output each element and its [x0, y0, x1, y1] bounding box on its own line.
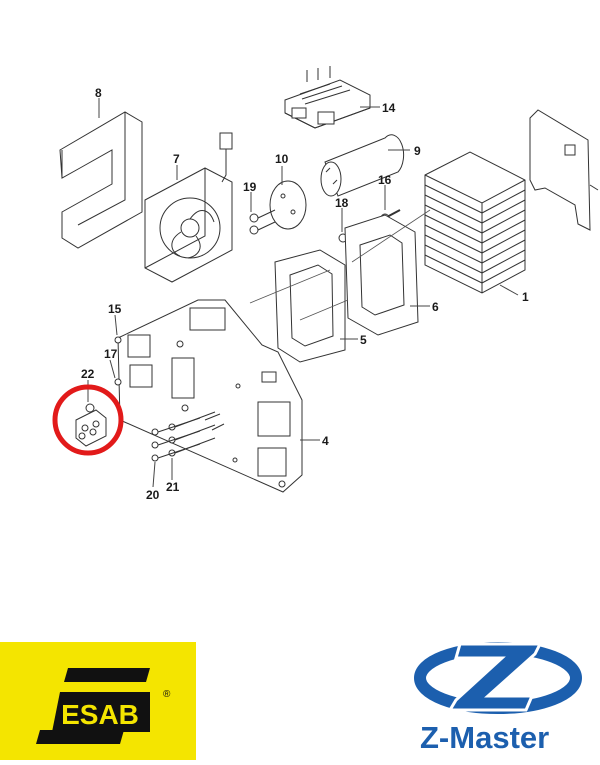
callout-19: 19 — [243, 180, 257, 194]
part-22-component — [75, 403, 107, 447]
callout-10: 10 — [275, 152, 289, 166]
part-10-plate — [269, 180, 307, 230]
part-1-heatsink — [424, 151, 526, 294]
callout-5: 5 — [360, 333, 367, 347]
callout-8: 8 — [95, 86, 102, 100]
part-4-main-pcb — [117, 299, 303, 493]
part-7-fan — [144, 167, 233, 283]
fan-cable — [219, 132, 233, 183]
callout-1: 1 — [522, 290, 529, 304]
svg-text:ESAB: ESAB — [61, 699, 139, 730]
callout-18: 18 — [335, 196, 349, 210]
callout-4: 4 — [322, 434, 329, 448]
callout-9: 9 — [414, 144, 421, 158]
zmaster-text: Z-Master — [420, 720, 550, 755]
zmaster-logo: Z-Master — [400, 630, 600, 760]
side-panel — [529, 109, 599, 231]
part-20-21-screws — [151, 411, 238, 463]
callout-21: 21 — [166, 480, 180, 494]
part-6-frame — [344, 214, 419, 336]
callout-14: 14 — [382, 101, 396, 115]
callout-16: 16 — [378, 173, 392, 187]
svg-text:®: ® — [163, 689, 171, 700]
part-19-screws — [249, 209, 276, 235]
leader-lines — [87, 98, 519, 488]
part-5-gasket — [274, 249, 346, 363]
highlight-circle — [52, 384, 124, 456]
callout-20: 20 — [146, 488, 160, 502]
callout-17: 17 — [104, 347, 118, 361]
callout-15: 15 — [108, 302, 122, 316]
part-14-pcb — [284, 66, 371, 129]
assembly-lines — [249, 209, 431, 321]
callout-22: 22 — [81, 367, 95, 381]
part-15-screw — [114, 336, 122, 344]
part-9-capacitor — [320, 134, 405, 197]
part-8-bracket — [59, 111, 143, 249]
callout-7: 7 — [173, 152, 180, 166]
esab-logo: ESAB ® — [0, 642, 196, 760]
part-17-screw — [114, 378, 122, 386]
exploded-parts-diagram — [52, 66, 599, 493]
callout-6: 6 — [432, 300, 439, 314]
